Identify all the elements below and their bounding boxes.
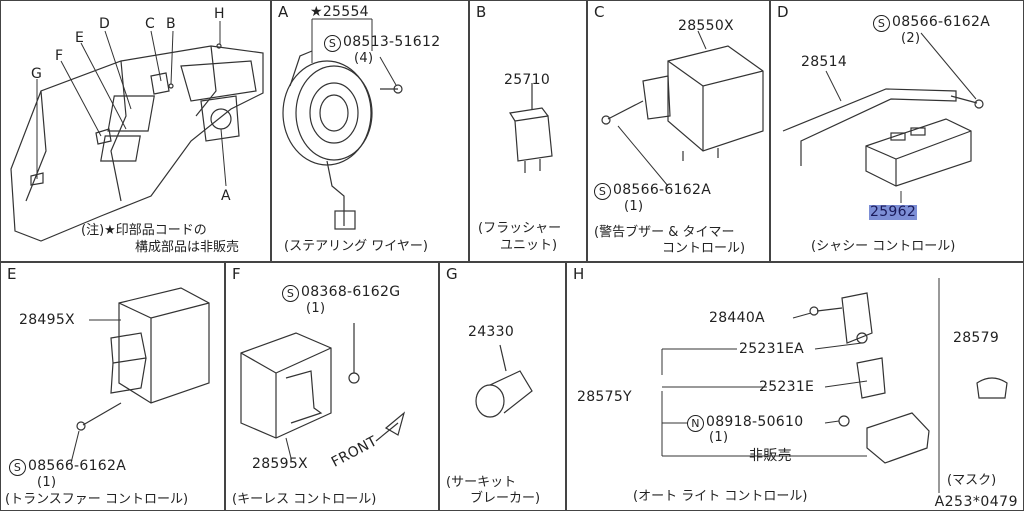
callout-d: D (99, 16, 111, 32)
bolt-s-mark: S (9, 459, 26, 476)
panel-f-caption: (キーレス コントロール) (232, 492, 377, 507)
part-25710: 25710 (504, 72, 551, 88)
part-24330: 24330 (468, 324, 515, 340)
part-25962-highlighted[interactable]: 25962 (869, 204, 918, 220)
bolt-part-number: 08566-6162A (613, 182, 712, 198)
callout-e: E (75, 30, 85, 46)
bolt-part-number: 08368-6162G (301, 284, 401, 300)
callout-c: C (145, 16, 156, 32)
panel-dashboard-overview: D C B H E F G A (注)★印部品コードの 構成部品は非販売 (0, 0, 271, 262)
panel-c-caption-1: (警告ブザー & タイマー (594, 225, 735, 240)
part-28495x: 28495X (19, 312, 75, 328)
panel-h-caption: (オート ライト コントロール) (633, 489, 808, 504)
panel-letter: A (278, 3, 289, 21)
part-25231ea: 25231EA (739, 341, 805, 357)
panel-letter: C (594, 3, 605, 21)
callout-b: B (166, 16, 176, 32)
bolt-part-number: 08566-6162A (28, 458, 127, 474)
not-sold-label: 非販売 (749, 448, 792, 464)
part-25231e: 25231E (759, 379, 815, 395)
chassis-control-drawing (782, 32, 984, 203)
panel-letter: D (777, 3, 789, 21)
callout-g: G (31, 66, 43, 82)
part-28514: 28514 (801, 54, 848, 70)
nut-qty: (1) (709, 430, 729, 445)
clock-spring-drawing (282, 18, 403, 230)
panel-d-caption: (シャシー コントロール) (811, 239, 956, 254)
nut-n-mark: N (687, 415, 704, 432)
diagram-reference-code: A253*0479 (934, 494, 1018, 510)
panel-c-caption-2: コントロール) (662, 241, 746, 256)
part-star-25554: ★25554 (310, 4, 369, 20)
bolt-s-mark: S (282, 285, 299, 302)
callout-a: A (221, 188, 231, 204)
note-line-2: 構成部品は非販売 (135, 240, 240, 255)
panel-letter: E (7, 265, 17, 283)
bolt-s-mark: S (324, 35, 341, 52)
bolt-qty: (1) (306, 301, 326, 316)
panel-letter: B (476, 3, 487, 21)
panel-letter: H (573, 265, 585, 283)
panel-b-caption-1: (フラッシャー (478, 221, 562, 236)
bolt-qty: (2) (901, 31, 921, 46)
part-28575y: 28575Y (577, 389, 632, 405)
bolt-s-mark: S (594, 183, 611, 200)
nut-part-number: 08918-50610 (706, 414, 804, 430)
panel-g-circuit-breaker: G 24330 (サーキット ブレーカー) (439, 262, 566, 511)
panel-letter: G (446, 265, 458, 283)
panel-b-caption-2: ユニット) (500, 238, 558, 253)
mask-caption: (マスク) (947, 473, 997, 488)
panel-e-caption: (トランスファー コントロール) (5, 492, 189, 507)
panel-h-auto-light-control: H (566, 262, 1024, 511)
buzzer-timer-drawing (601, 30, 764, 187)
callout-h: H (214, 6, 225, 22)
auto-light-drawing (661, 278, 1008, 493)
callout-f: F (55, 48, 64, 64)
part-28550x: 28550X (678, 18, 734, 34)
bolt-part-number: 08566-6162A (892, 14, 991, 30)
transfer-control-drawing (70, 287, 210, 464)
panel-letter: F (232, 265, 241, 283)
bolt-s-mark: S (873, 15, 890, 32)
bolt-part-number: 08513-51612 (343, 34, 441, 50)
panel-g-caption-1: (サーキット (446, 475, 517, 490)
part-28595x: 28595X (252, 456, 308, 472)
flasher-drawing (509, 83, 553, 173)
panel-b-flasher-unit: B 25710 (フラッシャー ユニット) (469, 0, 587, 262)
bolt-qty: (4) (354, 51, 374, 66)
bolt-qty: (1) (37, 475, 57, 490)
keyless-control-drawing (240, 323, 406, 459)
note-line-1: (注)★印部品コードの (81, 223, 207, 238)
part-28440a: 28440A (709, 310, 765, 326)
panel-g-caption-2: ブレーカー) (470, 491, 541, 506)
circuit-breaker-drawing (475, 344, 533, 418)
part-28579: 28579 (953, 330, 1000, 346)
panel-a-caption: (ステアリング ワイヤー) (284, 239, 428, 254)
dashboard-drawing (10, 21, 264, 242)
bolt-qty: (1) (624, 199, 644, 214)
